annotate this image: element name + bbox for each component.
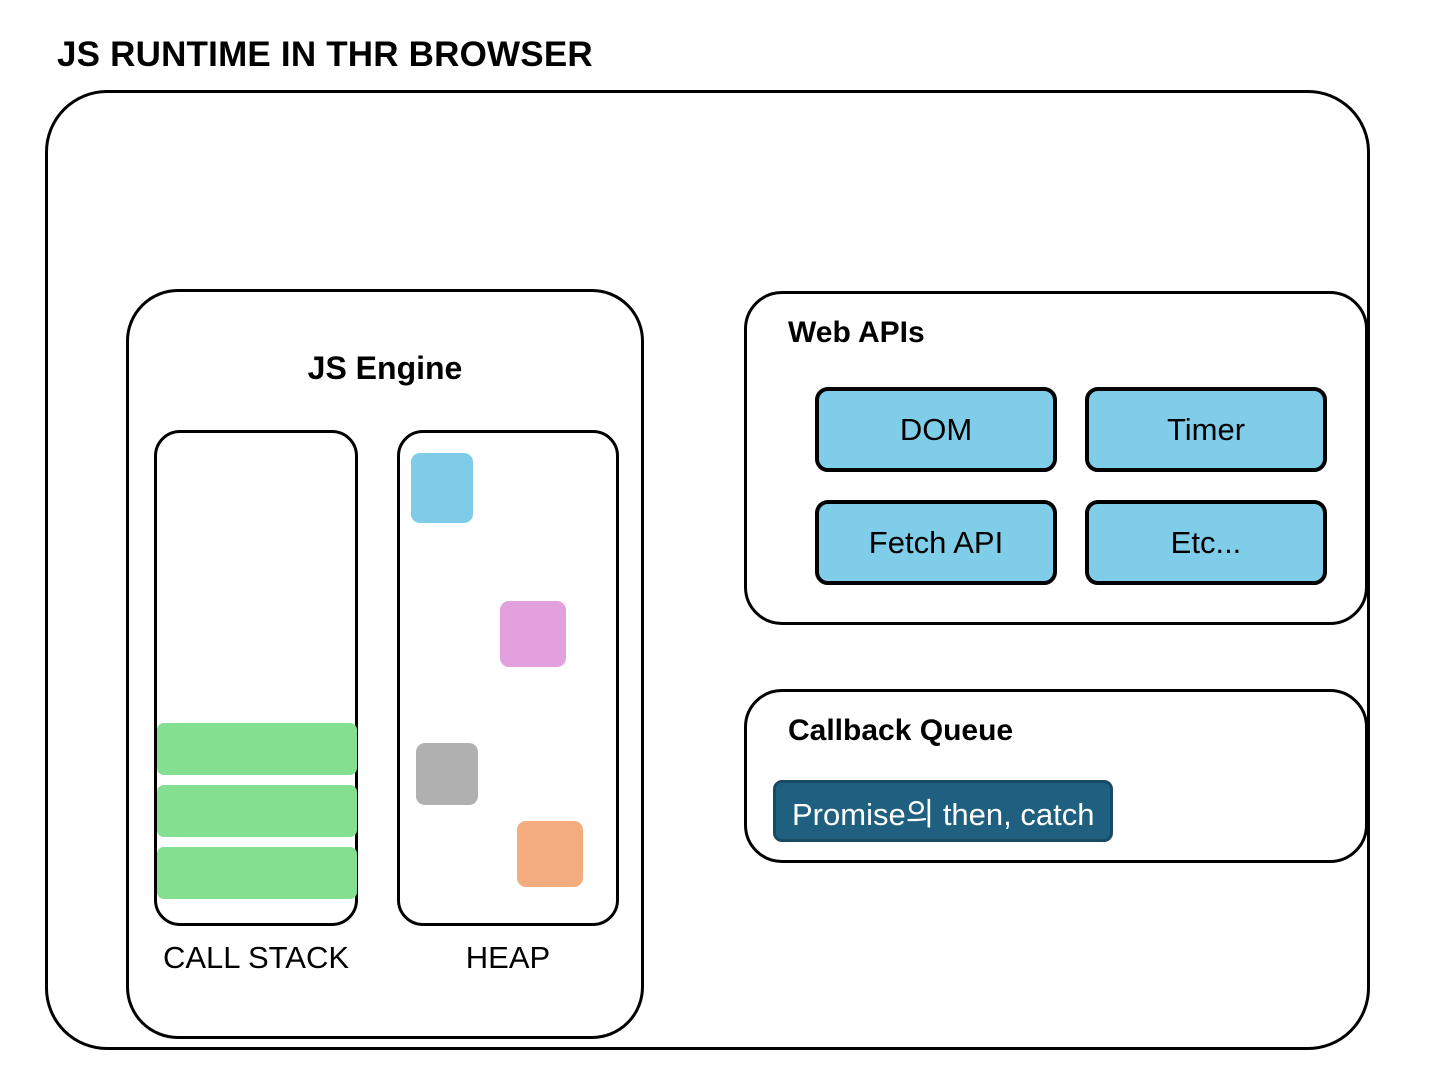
call-stack-label: CALL STACK <box>162 940 350 975</box>
call-stack-frame <box>157 847 357 899</box>
callback-queue-title: Callback Queue <box>788 714 1014 747</box>
web-apis-list: DOM Timer Fetch API Etc... <box>815 387 1327 585</box>
callback-queue-container: Callback Queue Promise의 then, catch <box>744 689 1368 863</box>
web-apis-container: Web APIs DOM Timer Fetch API Etc... <box>744 291 1368 625</box>
call-stack-container <box>154 430 358 926</box>
js-runtime-container: JS Engine CALL STACK HEAP Web APIs <box>45 90 1370 1050</box>
callback-queue-list: Promise의 then, catch <box>773 780 1114 842</box>
heap-object-orange <box>517 821 583 887</box>
js-engine-title: JS Engine <box>307 350 463 386</box>
heap-object-blue <box>411 453 473 523</box>
heap-object-gray <box>416 743 478 805</box>
web-api-chip-dom[interactable]: DOM <box>815 387 1057 472</box>
call-stack-frames <box>157 719 357 901</box>
call-stack-frame <box>157 723 357 775</box>
callback-queue-item-promise[interactable]: Promise의 then, catch <box>773 780 1114 842</box>
page-title: JS RUNTIME IN THR BROWSER <box>57 35 593 74</box>
heap-object-pink <box>500 601 566 667</box>
web-api-chip-fetch-api[interactable]: Fetch API <box>815 500 1057 585</box>
js-engine-container: JS Engine CALL STACK HEAP <box>126 289 644 1039</box>
web-api-chip-etc[interactable]: Etc... <box>1085 500 1327 585</box>
heap-label: HEAP <box>465 940 551 975</box>
web-api-chip-timer[interactable]: Timer <box>1085 387 1327 472</box>
web-apis-title: Web APIs <box>788 316 925 349</box>
heap-container <box>397 430 619 926</box>
call-stack-frame <box>157 785 357 837</box>
